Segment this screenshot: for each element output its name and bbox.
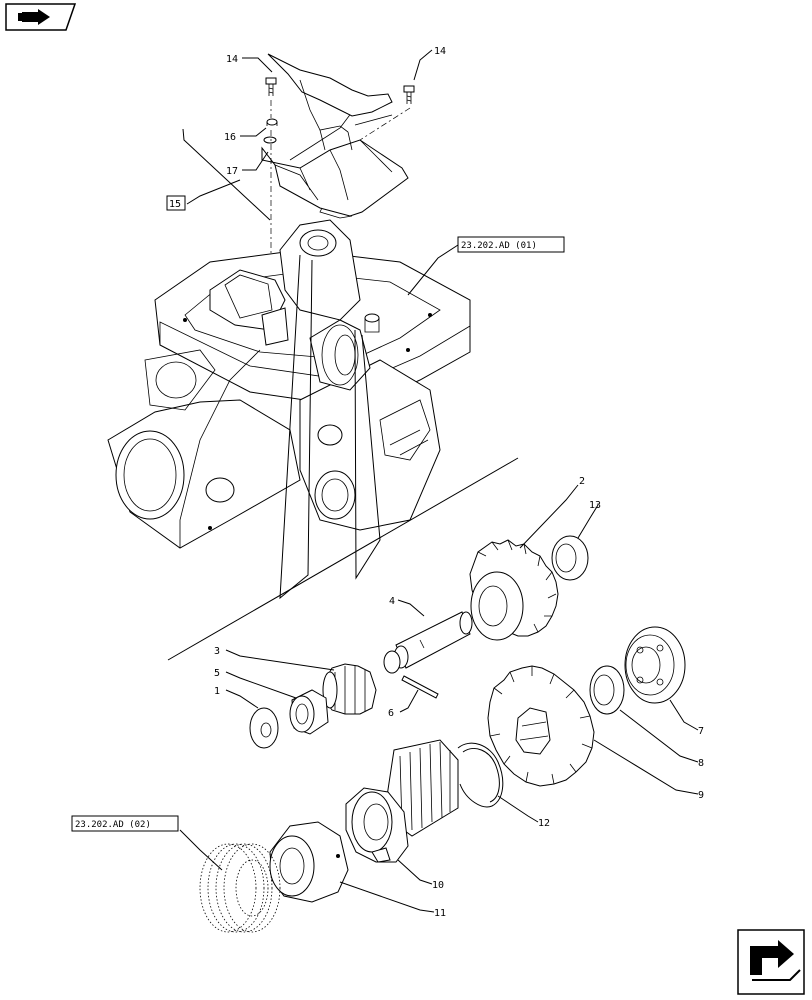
- pin-part-6: [401, 675, 439, 699]
- clutch-pack-reference: [199, 843, 281, 933]
- return-arrow-icon[interactable]: [737, 929, 805, 995]
- bolt-14-right: [403, 85, 415, 104]
- bracket-part-17: [261, 53, 409, 219]
- callout-5[interactable]: 5: [214, 668, 220, 679]
- callout-17[interactable]: 17: [226, 166, 238, 177]
- forward-arrow-icon[interactable]: [5, 3, 77, 31]
- callout-8[interactable]: 8: [698, 758, 704, 769]
- callout-7[interactable]: 7: [698, 726, 704, 737]
- washer-part-13: [551, 535, 589, 581]
- gear-part-2: [469, 539, 559, 641]
- ref-box-bottom: [71, 815, 179, 832]
- transmission-housing: [107, 219, 471, 549]
- washer-part-8: [589, 665, 625, 715]
- callout-4[interactable]: 4: [389, 596, 395, 607]
- ref-box-top: [457, 236, 565, 253]
- callout-13[interactable]: 13: [589, 500, 601, 511]
- callout-14-left[interactable]: 14: [226, 54, 238, 65]
- bolt-14-left: [265, 77, 277, 96]
- gear-part-3: [322, 663, 377, 715]
- callout-10[interactable]: 10: [432, 880, 444, 891]
- leader-lines: [179, 49, 699, 913]
- sleeve-part-11: [269, 821, 349, 903]
- callout-12[interactable]: 12: [538, 818, 550, 829]
- callout-labels: 14 14 16 17 15 2 13 4 3 5 1 6 7 8 9 12 1…: [71, 46, 704, 919]
- callout-9[interactable]: 9: [698, 790, 704, 801]
- callout-6[interactable]: 6: [388, 708, 394, 719]
- callout-16[interactable]: 16: [224, 132, 236, 143]
- shaft-part-4: [383, 611, 473, 674]
- washer-part-1: [249, 707, 279, 749]
- callout-15-box: [166, 195, 186, 211]
- callout-14-right[interactable]: 14: [434, 46, 446, 57]
- callout-2[interactable]: 2: [579, 476, 585, 487]
- splined-hub-part-10: [345, 739, 459, 863]
- washer-16: [266, 118, 278, 126]
- bearing-part-7: [624, 626, 686, 704]
- gear-part-9: [487, 665, 595, 787]
- callout-1[interactable]: 1: [214, 686, 220, 697]
- ref-23-202-ad-01[interactable]: 23.202.AD (01): [461, 241, 537, 251]
- ref-23-202-ad-02[interactable]: 23.202.AD (02): [75, 820, 151, 830]
- snap-ring-part-12: [457, 742, 504, 808]
- callout-3[interactable]: 3: [214, 646, 220, 657]
- callout-11[interactable]: 11: [434, 908, 446, 919]
- callout-15[interactable]: 15: [169, 199, 181, 210]
- bushing-part-5: [289, 689, 329, 735]
